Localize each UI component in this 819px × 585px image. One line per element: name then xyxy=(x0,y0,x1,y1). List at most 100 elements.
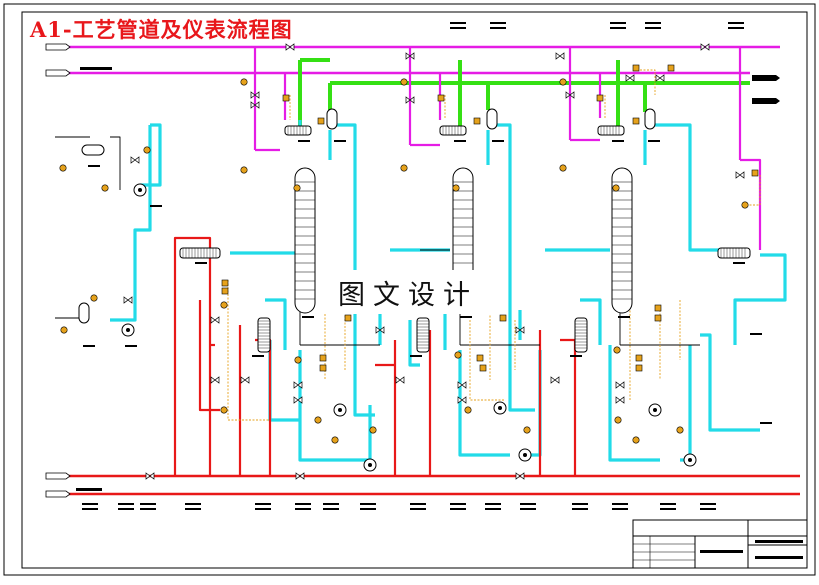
equipment-tag-mark xyxy=(83,345,95,347)
pump-impeller xyxy=(653,408,657,412)
pump-impeller xyxy=(368,463,372,467)
instrument-bubble xyxy=(612,184,620,192)
instrument-layer xyxy=(59,22,772,510)
cooling-water-line xyxy=(110,270,137,322)
line-tag-mark xyxy=(610,22,626,24)
instrument-bubble xyxy=(59,164,67,172)
equipment-tag-mark xyxy=(760,422,772,424)
hot-oil-line xyxy=(173,236,212,476)
exchanger-reboiler xyxy=(574,317,588,353)
pump-impeller xyxy=(523,453,527,457)
cooling-water-line xyxy=(700,333,760,432)
pump-impeller xyxy=(688,458,692,462)
line-label-bar xyxy=(76,488,102,491)
instrument-bubble xyxy=(331,436,339,444)
line-tag-mark xyxy=(118,508,134,510)
instrument-box xyxy=(319,354,327,362)
line-tag-mark xyxy=(118,503,134,505)
line-tag-mark xyxy=(82,508,98,510)
instrument-box xyxy=(317,117,325,125)
exchanger-e102 xyxy=(284,125,312,136)
instrument-bubble xyxy=(454,351,462,359)
line-terminator-arrow xyxy=(45,472,71,480)
line-tag-mark xyxy=(360,503,376,505)
drawing-title: A1-工艺管道及仪表流程图 xyxy=(30,17,293,42)
valve-symbol xyxy=(457,381,467,389)
instrument-box xyxy=(437,94,445,102)
line-tag-mark xyxy=(255,503,271,505)
pump-impeller xyxy=(338,408,342,412)
valve-symbol xyxy=(565,91,575,99)
equipment-tag-mark xyxy=(88,165,100,167)
line-tag-mark xyxy=(410,503,426,505)
line-tag-mark xyxy=(572,503,588,505)
valve-symbol xyxy=(555,52,565,60)
instrument-box xyxy=(282,94,290,102)
line-tag-mark xyxy=(645,27,661,29)
instrument-bubble xyxy=(676,426,684,434)
equipment-tag-mark xyxy=(733,262,745,264)
line-tag-mark xyxy=(728,27,744,29)
line-tag-mark xyxy=(295,503,311,505)
cooling-water-line xyxy=(645,123,720,252)
valve-symbol xyxy=(293,381,303,389)
instrument-bubble xyxy=(314,416,322,424)
vessel-v104 xyxy=(486,108,498,130)
line-tag-mark xyxy=(612,508,628,510)
equipment-tag-mark xyxy=(460,316,472,318)
line-tag-mark xyxy=(185,508,201,510)
line-tag-mark xyxy=(450,27,466,29)
line-terminator-arrow xyxy=(45,43,71,51)
pump-impeller xyxy=(126,328,130,332)
line-tag-mark xyxy=(490,27,506,29)
instrument-bubble xyxy=(294,356,302,364)
instrument-box xyxy=(499,314,507,322)
line-label-bar xyxy=(80,67,112,70)
valve-symbol xyxy=(210,316,220,324)
line-tag-mark xyxy=(140,508,156,510)
valve-symbol xyxy=(250,91,260,99)
valve-symbol xyxy=(295,472,305,480)
instrument-box xyxy=(654,314,662,322)
instrument-box xyxy=(221,287,229,295)
line-tag-mark xyxy=(295,508,311,510)
cooling-water-line xyxy=(265,298,287,350)
line-tag-mark xyxy=(700,508,716,510)
instrument-bubble xyxy=(741,201,749,209)
exchanger-e103 xyxy=(439,125,467,136)
valve-symbol xyxy=(515,472,525,480)
line-tag-mark xyxy=(728,22,744,24)
exchanger-reboiler xyxy=(257,317,271,353)
instrument-bubble xyxy=(452,184,460,192)
valve-symbol xyxy=(550,376,560,384)
equipment-tag-mark xyxy=(334,140,346,142)
instrument-bubble xyxy=(101,184,109,192)
instrument-box xyxy=(632,64,640,72)
instrument-box xyxy=(476,354,484,362)
cooling-water-line xyxy=(580,298,602,345)
line-tag-mark xyxy=(660,503,676,505)
equipment-layer xyxy=(78,43,751,480)
instrument-box xyxy=(751,169,759,177)
line-tag-mark xyxy=(450,22,466,24)
equipment-tag-mark xyxy=(454,140,466,142)
instrument-box xyxy=(632,117,640,125)
line-tag-mark xyxy=(82,503,98,505)
equipment-tag-mark xyxy=(298,140,310,142)
instrument-box xyxy=(635,364,643,372)
line-terminator-arrow xyxy=(752,75,780,81)
line-tag-mark xyxy=(410,508,426,510)
equipment-tag-mark xyxy=(302,316,314,318)
vessel-v102 xyxy=(78,302,90,324)
instrument-bubble xyxy=(90,294,98,302)
instrument-box xyxy=(596,94,604,102)
equipment-tag-mark xyxy=(570,355,582,357)
pump-impeller xyxy=(498,406,502,410)
vessel-v105 xyxy=(644,108,656,130)
valve-symbol xyxy=(293,396,303,404)
instrument-signal-line xyxy=(227,280,270,421)
line-tag-mark xyxy=(700,503,716,505)
pump-impeller xyxy=(138,188,142,192)
